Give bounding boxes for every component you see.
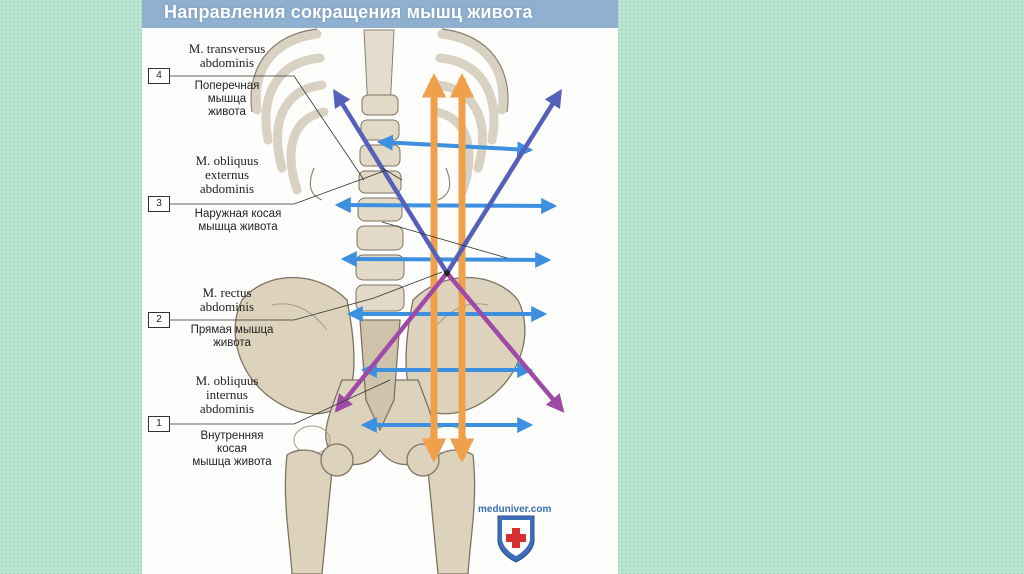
label-1-number: 1: [148, 416, 170, 432]
slide-panel: Направления сокращения мышц живота: [142, 0, 618, 574]
watermark-text: meduniver.com: [478, 504, 551, 515]
label-3-number: 3: [148, 196, 170, 212]
meduniver-logo: [498, 516, 534, 562]
femurs: [285, 444, 474, 574]
label-2-number: 2: [148, 312, 170, 328]
spine: [356, 95, 404, 311]
intersection-dot: [444, 270, 450, 276]
label-4-number: 4: [148, 68, 170, 84]
